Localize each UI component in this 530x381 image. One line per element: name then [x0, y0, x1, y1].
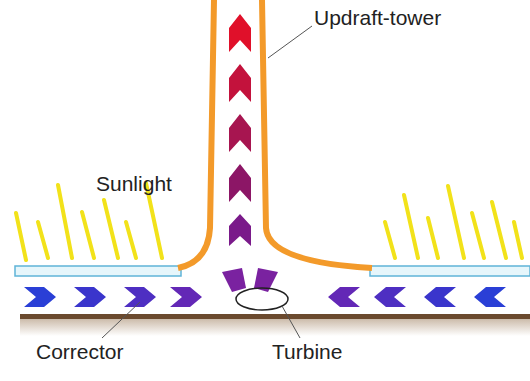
part-label: Updraft-tower — [314, 6, 441, 29]
updraft-tower — [178, 0, 372, 268]
sunlight-rays — [16, 183, 522, 260]
part-label: Corrector — [36, 340, 124, 363]
ground — [20, 314, 530, 319]
ground-shade — [20, 318, 530, 336]
collector-glass — [15, 266, 181, 276]
collector-glass — [370, 266, 530, 276]
part-label: Turbine — [272, 340, 342, 363]
turbine — [222, 268, 288, 310]
updraft-arrows — [229, 14, 251, 246]
part-label: Sunlight — [96, 172, 172, 195]
